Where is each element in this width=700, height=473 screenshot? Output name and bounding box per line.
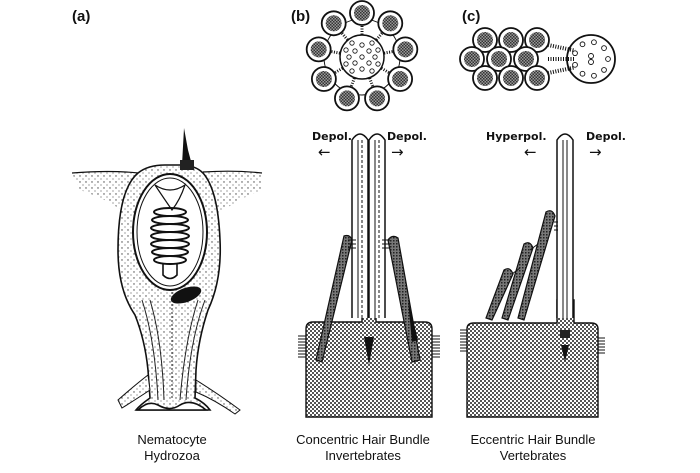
stereocilium-core bbox=[315, 71, 332, 87]
microtubule bbox=[343, 61, 349, 67]
stereocilium-core bbox=[354, 5, 370, 21]
caption-c-line1: Eccentric Hair Bundle bbox=[471, 432, 596, 447]
stereocilium-core bbox=[397, 41, 414, 58]
hyperpol-label-c: Hyperpol. bbox=[486, 130, 547, 143]
caption-c-line2: Vertebrates bbox=[500, 448, 567, 463]
microtubule bbox=[359, 66, 365, 72]
microtubule bbox=[591, 72, 597, 79]
microtubule bbox=[349, 68, 355, 74]
microtubule bbox=[343, 47, 349, 53]
stereocilium-core bbox=[325, 15, 342, 32]
eccentric-cross-section bbox=[459, 27, 616, 91]
stereocilium-core bbox=[310, 41, 327, 58]
microtubule bbox=[366, 48, 372, 54]
stereocilium-core bbox=[338, 90, 355, 107]
microtubule bbox=[346, 54, 352, 60]
microtubule bbox=[359, 54, 365, 60]
microtubule bbox=[352, 60, 358, 66]
microtubule bbox=[605, 56, 611, 62]
arrow-left-icon-b: ← bbox=[318, 143, 331, 161]
depol-label-right-b: Depol. bbox=[387, 130, 427, 143]
microtubule bbox=[572, 50, 578, 57]
stereocilium-core bbox=[382, 15, 399, 32]
caption-b-line2: Invertebrates bbox=[325, 448, 401, 463]
microtubule bbox=[372, 54, 378, 60]
microtubule bbox=[369, 40, 375, 46]
microtubule bbox=[588, 53, 594, 59]
microtubule bbox=[588, 59, 594, 65]
stereocilium-core bbox=[503, 32, 519, 48]
link bbox=[547, 65, 576, 75]
nematocyte-illustration bbox=[71, 128, 263, 415]
caption-a-line1: Nematocyte bbox=[137, 432, 206, 447]
microtubule bbox=[375, 61, 381, 67]
link bbox=[547, 43, 576, 53]
stereocilium-core bbox=[529, 70, 545, 86]
microtubule bbox=[359, 42, 365, 48]
stereocilium-core bbox=[529, 32, 545, 48]
panel-label-c: (c) bbox=[462, 8, 480, 25]
microtubule bbox=[572, 61, 578, 68]
microtubule bbox=[352, 48, 358, 54]
microtubule bbox=[579, 70, 586, 77]
caption-b-line1: Concentric Hair Bundle bbox=[296, 432, 430, 447]
stereocilium-core bbox=[369, 90, 386, 107]
depol-label-c: Depol. bbox=[586, 130, 626, 143]
stereocilium-core bbox=[464, 51, 480, 67]
microtubule bbox=[601, 45, 607, 51]
stereocilium-core bbox=[491, 51, 507, 67]
arrow-left-icon-c: ← bbox=[524, 143, 537, 161]
stereocilium-core bbox=[477, 70, 493, 86]
microtubule bbox=[601, 67, 607, 73]
microtubule bbox=[579, 41, 586, 48]
panel-label-b: (b) bbox=[291, 8, 310, 25]
arrow-right-icon-b: → bbox=[391, 143, 404, 161]
stereocilium-core bbox=[503, 70, 519, 86]
microtubule bbox=[366, 60, 372, 66]
concentric-hair-bundle bbox=[298, 133, 440, 418]
arrow-right-icon-c: → bbox=[589, 143, 602, 161]
stereocilium-core bbox=[518, 51, 534, 67]
stereocilium-core bbox=[392, 71, 409, 87]
depol-label-left-b: Depol. bbox=[312, 130, 352, 143]
stereocilium-core bbox=[477, 32, 493, 48]
microtubule bbox=[349, 40, 355, 46]
concentric-cross-section bbox=[305, 0, 419, 112]
microtubule bbox=[591, 39, 597, 46]
microtubule bbox=[369, 68, 375, 74]
microtubule bbox=[375, 47, 381, 53]
panel-label-a: (a) bbox=[72, 8, 90, 25]
caption-a-line2: Hydrozoa bbox=[144, 448, 200, 463]
eccentric-hair-bundle bbox=[460, 133, 605, 418]
